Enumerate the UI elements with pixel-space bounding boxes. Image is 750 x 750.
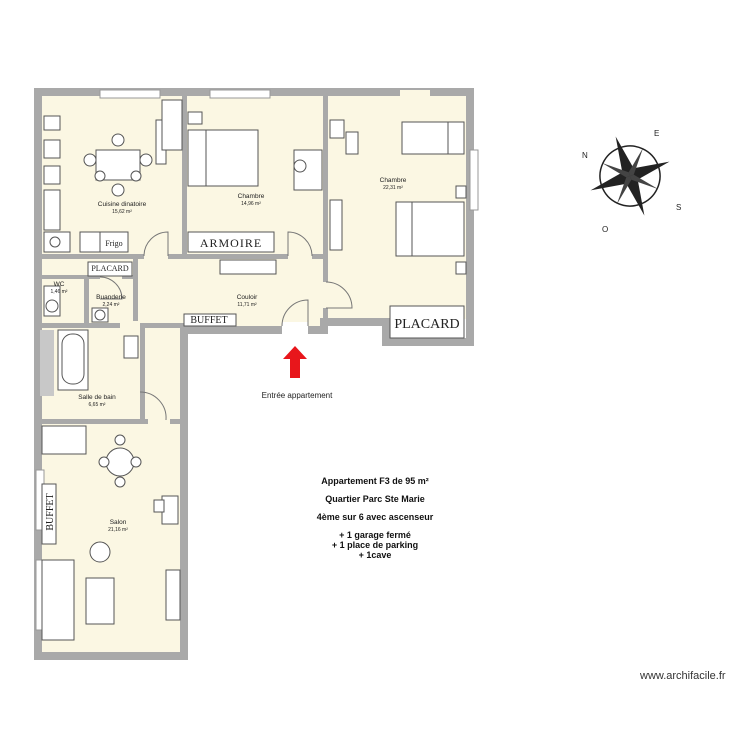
room-name-salon: Salon (110, 519, 127, 526)
compass-north-label: N (582, 151, 588, 160)
compass-west-label: O (602, 225, 608, 234)
placard-small-label: PLACARD (91, 264, 129, 273)
room-name-cuisine: Cuisine dinatoire (98, 201, 147, 208)
entrance-label: Entrée appartement (262, 391, 333, 400)
room-area-chambre2: 22,31 m² (383, 185, 403, 191)
furniture (41, 99, 467, 641)
room-area-salon: 21,16 m² (108, 527, 128, 533)
room-area-sdb: 6,65 m² (89, 402, 106, 408)
doors (35, 89, 479, 631)
compass-south-label: S (676, 203, 681, 212)
info-extra-garage: + 1 garage fermé (339, 530, 411, 540)
room-name-chambre2: Chambre (380, 177, 407, 184)
room-area-wc: 1,46 m² (51, 289, 68, 295)
compass-east-label: E (654, 129, 659, 138)
info-etage: 4ème sur 6 avec ascenseur (316, 512, 434, 522)
compass-icon (590, 136, 670, 216)
armoire-label: ARMOIRE (200, 236, 262, 250)
entrance-arrow-icon (283, 346, 307, 378)
room-name-couloir: Couloir (237, 294, 258, 301)
room-name-chambre1: Chambre (238, 193, 265, 200)
buffet-couloir-label: BUFFET (190, 315, 227, 326)
info-extra-cave: + 1cave (358, 550, 392, 560)
room-name-wc: WC (54, 281, 65, 288)
info-extra-parking: + 1 place de parking (331, 540, 419, 550)
placard-big-label: PLACARD (394, 317, 459, 332)
room-name-buanderie: Buanderie (96, 294, 126, 301)
room-area-couloir: 11,71 m² (237, 302, 257, 308)
watermark: www.archifacile.fr (640, 670, 726, 682)
info-title: Appartement F3 de 95 m² (321, 476, 429, 486)
info-quartier: Quartier Parc Ste Marie (325, 494, 425, 504)
room-name-sdb: Salle de bain (78, 394, 116, 401)
buffet-salon-label: BUFFET (45, 493, 56, 530)
room-area-buanderie: 2,24 m² (103, 302, 120, 308)
room-area-cuisine: 15,62 m² (112, 209, 132, 215)
room-area-chambre1: 14,96 m² (241, 201, 261, 207)
frigo-label: Frigo (105, 239, 122, 248)
